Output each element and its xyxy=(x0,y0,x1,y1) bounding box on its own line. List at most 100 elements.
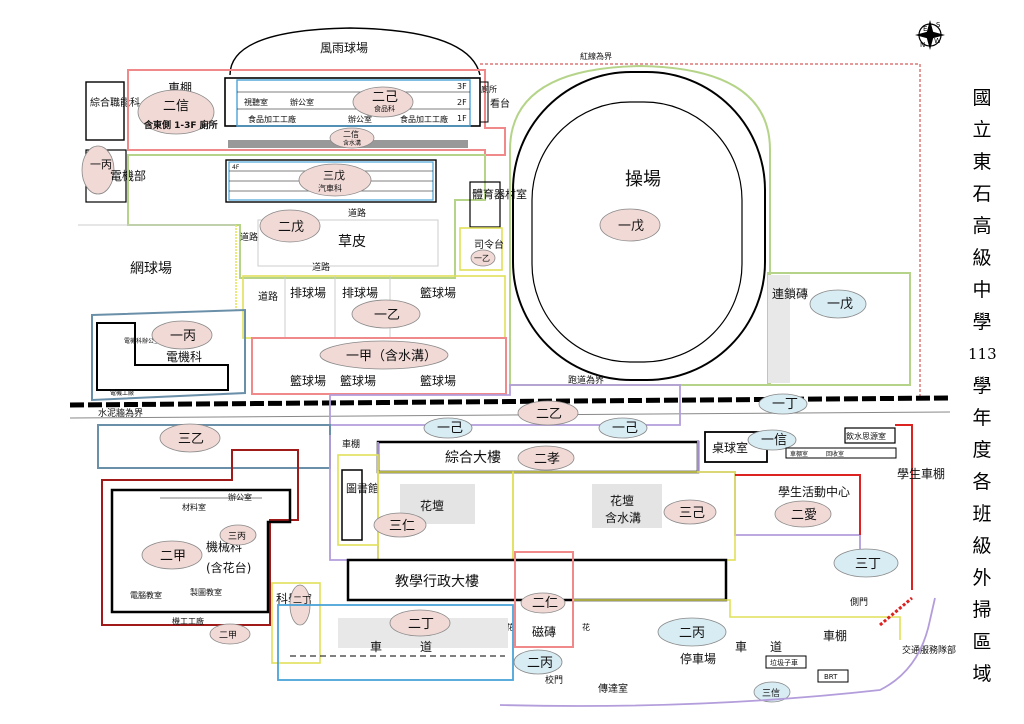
elec-dept2-label: 電機科 xyxy=(166,349,202,364)
brick-strip xyxy=(768,275,790,383)
title-char: 113 xyxy=(968,345,997,363)
student-center-label: 學生活動中心 xyxy=(778,484,850,499)
er-xin-ditch-ellipse xyxy=(329,127,375,149)
garbage-box xyxy=(765,655,807,669)
shed2-label: 車棚 xyxy=(342,438,360,450)
recycle-label: 回收室 xyxy=(826,450,844,458)
with-flower-label: (含花台) xyxy=(206,560,251,575)
road2-label: 道路 xyxy=(240,231,258,243)
shed3-label: 車棚室 xyxy=(790,450,808,458)
yi-ding1-label: 一丁 xyxy=(772,397,798,412)
er-ding-label: 二丁 xyxy=(408,617,434,632)
yi-yi-ellipse xyxy=(351,299,421,329)
san-yi-label: 三乙 xyxy=(178,432,204,447)
title-char: 度 xyxy=(972,439,992,461)
compass-e: E xyxy=(923,25,927,33)
er-ren-ellipse xyxy=(520,592,566,614)
side-gate-label: 側門 xyxy=(850,596,868,608)
san-wu-ellipse xyxy=(298,163,372,197)
title-char: 年 xyxy=(972,407,992,429)
basket1-label: 籃球場 xyxy=(420,285,456,300)
er-jia2-label: 二甲 xyxy=(219,630,237,641)
flower2-label: 花壇 xyxy=(610,493,634,508)
er-xin-zone xyxy=(127,69,506,156)
san-xin-label: 三信 xyxy=(762,687,780,699)
drink-room-box xyxy=(844,427,896,444)
traffic-label: 交通服務隊部 xyxy=(902,644,956,656)
garbage-label: 垃圾子車 xyxy=(770,658,798,667)
basket4-label: 籃球場 xyxy=(420,373,456,388)
mech-building xyxy=(110,488,292,614)
title-char: 級 xyxy=(972,535,992,557)
volley1-label: 排球場 xyxy=(290,286,326,300)
yi-yi-small-ellipse xyxy=(470,249,496,267)
er-bing2-label: 二丙 xyxy=(527,656,553,671)
field-label: 操場 xyxy=(625,169,661,190)
general-dept-label: 綜合職能科 xyxy=(90,96,140,109)
yi-yi-label: 一乙 xyxy=(374,308,400,323)
red-line-label: 紅線為界 xyxy=(580,51,612,61)
basket2-label: 籃球場 xyxy=(290,373,326,388)
yi-bing-ellipse xyxy=(151,320,213,350)
lawn-label: 草皮 xyxy=(338,234,366,250)
brick-label: 連鎖磚 xyxy=(772,286,808,301)
student-shed-label: 學生車棚 xyxy=(897,466,945,481)
elec-office-label: 電機科辦公室 xyxy=(124,337,160,345)
flower4-label: 花 xyxy=(582,622,590,632)
food-dept-inner xyxy=(236,79,471,127)
yi-ji1-label: 一己 xyxy=(437,421,463,436)
mech-factory-label: 機工工廠 xyxy=(172,616,204,626)
yi-ji2-label: 一己 xyxy=(612,421,638,436)
san-ding-ellipse xyxy=(833,548,899,578)
yi-wu-label: 一戊 xyxy=(827,297,853,312)
san-ren-label: 三仁 xyxy=(389,519,415,534)
yi-jia-ellipse xyxy=(319,340,449,370)
compass-s: S xyxy=(936,21,941,29)
title-char: 班 xyxy=(972,503,992,525)
title-char: 區 xyxy=(972,631,992,653)
er-xin-label: 二信 xyxy=(163,99,189,114)
side-gate-line xyxy=(879,596,913,627)
er-wu-label: 二戊 xyxy=(278,220,304,235)
compass-w: W xyxy=(934,37,941,45)
road-car2-label: 車 xyxy=(735,640,747,654)
stand-label: 看台 xyxy=(490,97,510,110)
title-char: 掃 xyxy=(972,599,992,621)
er-ji-label: 二己 xyxy=(372,90,398,105)
road3-label: 道路 xyxy=(312,261,330,273)
san-yi-ellipse xyxy=(159,423,221,453)
er-wu-ellipse xyxy=(259,209,321,243)
food-lab1-label: 食品加工工廠 xyxy=(248,114,296,124)
si-ling-label: 司令台 xyxy=(474,238,504,251)
school-gate-label: 校門 xyxy=(545,674,563,686)
admin-label: 教學行政大樓 xyxy=(395,574,479,590)
shed-rooms-box xyxy=(785,447,897,459)
yi-wu-ellipse xyxy=(809,289,867,319)
railway xyxy=(69,395,951,408)
er-bing-ellipse xyxy=(657,617,727,647)
library-box xyxy=(341,469,363,541)
title-char: 東 xyxy=(972,151,992,173)
yi-bing-label: 一丙 xyxy=(170,329,196,344)
floor1-label: 1F xyxy=(457,114,467,123)
rain-court-label: 風雨球場 xyxy=(320,41,368,55)
er-ai-label: 二愛 xyxy=(791,508,817,523)
er-ai-ellipse xyxy=(774,500,832,528)
er-xin-ditch-label: 二信 xyxy=(343,129,359,139)
brt-label: BRT xyxy=(824,673,838,681)
railway-line2 xyxy=(69,411,951,419)
office3-label: 辦公室 xyxy=(228,492,252,502)
table-tennis-label: 桌球室 xyxy=(712,440,748,455)
er-ding-ellipse xyxy=(389,609,451,637)
toilet-label: 廁所 xyxy=(481,84,497,94)
lawn-box xyxy=(257,219,439,267)
san-bing-label: 三丙 xyxy=(228,531,246,542)
er-xiao-label: 二孝 xyxy=(534,452,560,467)
san-xin-ellipse xyxy=(753,681,791,703)
toilet-box xyxy=(479,81,489,123)
er-yi-label: 二乙 xyxy=(536,407,562,422)
yi-wu-field-label: 一戊 xyxy=(618,219,644,234)
student-center-outline xyxy=(735,474,861,535)
compass-n: N xyxy=(920,41,925,49)
